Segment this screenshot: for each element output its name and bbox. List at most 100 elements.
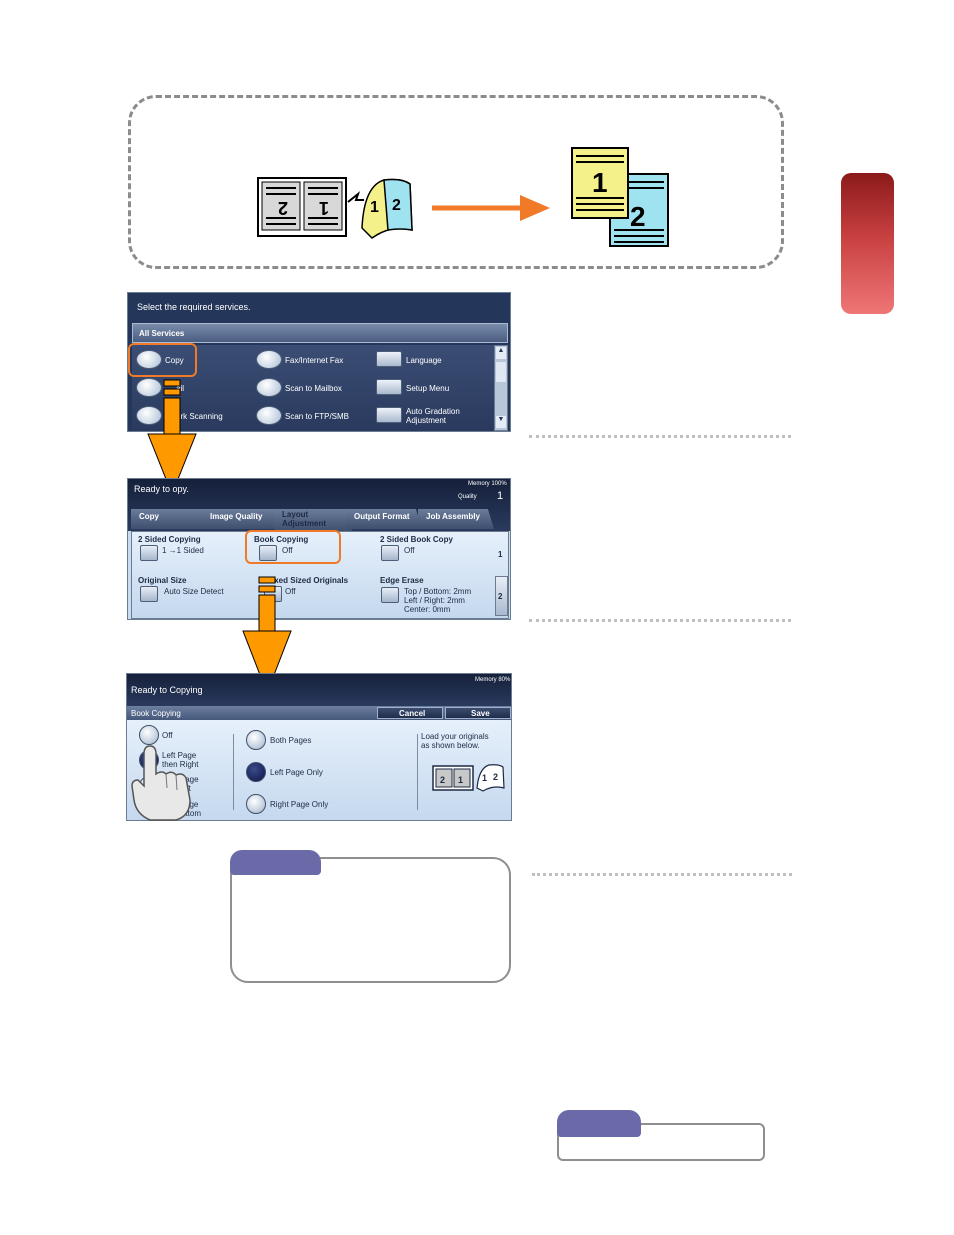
scroll-thumb[interactable]: [496, 362, 506, 382]
svg-text:1: 1: [592, 167, 608, 198]
service-fax[interactable]: Fax/Internet Fax: [285, 356, 344, 365]
divider: [417, 734, 418, 810]
radio-right-page-only[interactable]: [246, 794, 266, 814]
copy-highlight: [128, 343, 197, 377]
quality-value: 1: [497, 490, 504, 502]
service-setup-menu[interactable]: Setup Menu: [406, 384, 450, 393]
option-left-page-only: Left Page Only: [270, 768, 323, 777]
edge-erase-button[interactable]: [381, 587, 399, 603]
two-sided-book-button[interactable]: [381, 545, 399, 561]
cancel-button[interactable]: Cancel: [377, 707, 443, 719]
tab-output-format[interactable]: Output Format: [346, 509, 422, 529]
book-placement-icon: 2 1 1 2: [432, 764, 505, 792]
page-number: 2: [498, 592, 503, 601]
load-instruction: Load your originals: [421, 732, 489, 741]
original-size-value: Auto Size Detect: [164, 587, 224, 596]
save-button[interactable]: Save: [445, 707, 511, 719]
screen-title: Book Copying: [131, 709, 181, 718]
option-right-page-only: Right Page Only: [270, 800, 329, 809]
service-copy[interactable]: Copy: [165, 356, 184, 365]
service-network-scanning[interactable]: ork Scanning: [176, 412, 223, 421]
radio-left-page-only[interactable]: [246, 762, 266, 782]
tab-copy[interactable]: Copy: [131, 509, 209, 529]
svg-text:1: 1: [370, 199, 379, 216]
edge-erase-line: Left / Right: 2mm: [404, 596, 465, 605]
memory-text: Memory 80%: [475, 677, 511, 683]
two-sided-value: 1 →1 Sided: [162, 546, 204, 555]
illustration-frame: [128, 95, 784, 269]
tab-label: Copy: [139, 512, 159, 521]
two-sided-button[interactable]: [140, 545, 158, 561]
arrow-down-icon: [242, 576, 292, 695]
option-mixed-sized-title: ixed Sized Originals: [272, 576, 349, 585]
mailbox-icon[interactable]: [256, 378, 282, 397]
tab-label: Output Format: [354, 512, 410, 521]
language-button-icon[interactable]: [376, 351, 402, 367]
page-1-button[interactable]: 1: [495, 534, 508, 574]
section-header: All Services: [132, 323, 508, 343]
service-scan-mailbox[interactable]: Scan to Mailbox: [285, 384, 342, 393]
ftp-icon[interactable]: [256, 406, 282, 425]
book-copying-highlight: [245, 530, 341, 564]
arrow-right-icon: [432, 195, 550, 221]
memory-text: Memory 100%: [468, 481, 507, 487]
book-copying-button[interactable]: [259, 545, 277, 561]
all-services-screen: Select the required services. All Servic…: [127, 292, 511, 432]
note-label-tab: [230, 850, 321, 875]
copy-icon[interactable]: [136, 350, 162, 369]
service-auto-gradation[interactable]: Auto Gradation: [406, 407, 460, 416]
save-label: Save: [471, 709, 490, 718]
scroll-down-icon[interactable]: ▼: [496, 416, 506, 428]
service-language[interactable]: Language: [406, 356, 442, 365]
scroll-up-icon[interactable]: ▲: [496, 347, 506, 359]
option-off: Off: [162, 731, 173, 740]
fax-icon[interactable]: [256, 350, 282, 369]
svg-text:2: 2: [493, 772, 498, 782]
network-scanning-icon[interactable]: [136, 406, 162, 425]
svg-text:2: 2: [440, 775, 445, 785]
gradation-button-icon[interactable]: [376, 407, 402, 423]
option-top-then-bottom: age: [185, 800, 199, 809]
option-book-copying-title: Book Copying: [254, 535, 309, 544]
tab-job-assembly[interactable]: Job Assembly: [418, 509, 494, 529]
pointing-hand-icon: [131, 745, 191, 821]
scrollbar[interactable]: ▲ ▼: [494, 345, 508, 431]
tab-label: Image Quality: [210, 512, 263, 521]
title-bar: Book Copying Cancel Save: [127, 706, 511, 720]
svg-text:1: 1: [482, 773, 487, 783]
tab-label: Adjustment: [282, 519, 326, 528]
svg-text:1: 1: [319, 198, 329, 218]
page-2-button[interactable]: 2: [495, 576, 508, 616]
setup-button-icon[interactable]: [376, 379, 402, 395]
book-copying-value: Off: [282, 546, 293, 555]
radio-off[interactable]: [139, 725, 159, 745]
load-instruction: as shown below.: [421, 741, 480, 750]
option-both-pages: Both Pages: [270, 736, 312, 745]
open-book-icon: 2 1 1 2: [257, 177, 413, 239]
two-pages-icon: 2 1: [571, 147, 669, 247]
tab-label: Layout: [282, 510, 309, 519]
svg-text:2: 2: [278, 198, 288, 218]
svg-text:1: 1: [458, 775, 463, 785]
quality-label: Quality: [458, 494, 477, 500]
two-sided-book-value: Off: [404, 546, 415, 555]
chapter-tab: [841, 173, 894, 314]
separator: [529, 619, 791, 622]
option-left-then-right: Left Page: [162, 751, 197, 760]
status-bar: Ready to Copying Memory 80%: [127, 674, 511, 706]
edge-erase-line: Top / Bottom: 2mm: [404, 587, 472, 596]
services-grid: Copy ail ork Scanning Fax/Internet Fax S…: [132, 345, 508, 431]
service-scan-ftp[interactable]: Scan to FTP/SMB: [285, 412, 350, 421]
original-size-button[interactable]: [140, 586, 158, 602]
service-adjustment[interactable]: Adjustment: [406, 416, 447, 425]
prompt-text: Select the required services.: [137, 302, 251, 312]
svg-text:2: 2: [630, 201, 646, 232]
radio-both-pages[interactable]: [246, 730, 266, 750]
tab-image-quality[interactable]: Image Quality: [202, 509, 280, 529]
separator: [529, 435, 791, 438]
option-top-then-bottom: ottom: [181, 809, 202, 818]
option-two-sided-book-title: 2 Sided Book Copy: [380, 535, 453, 544]
email-icon[interactable]: [136, 378, 162, 397]
arrow-down-icon: [147, 379, 197, 496]
